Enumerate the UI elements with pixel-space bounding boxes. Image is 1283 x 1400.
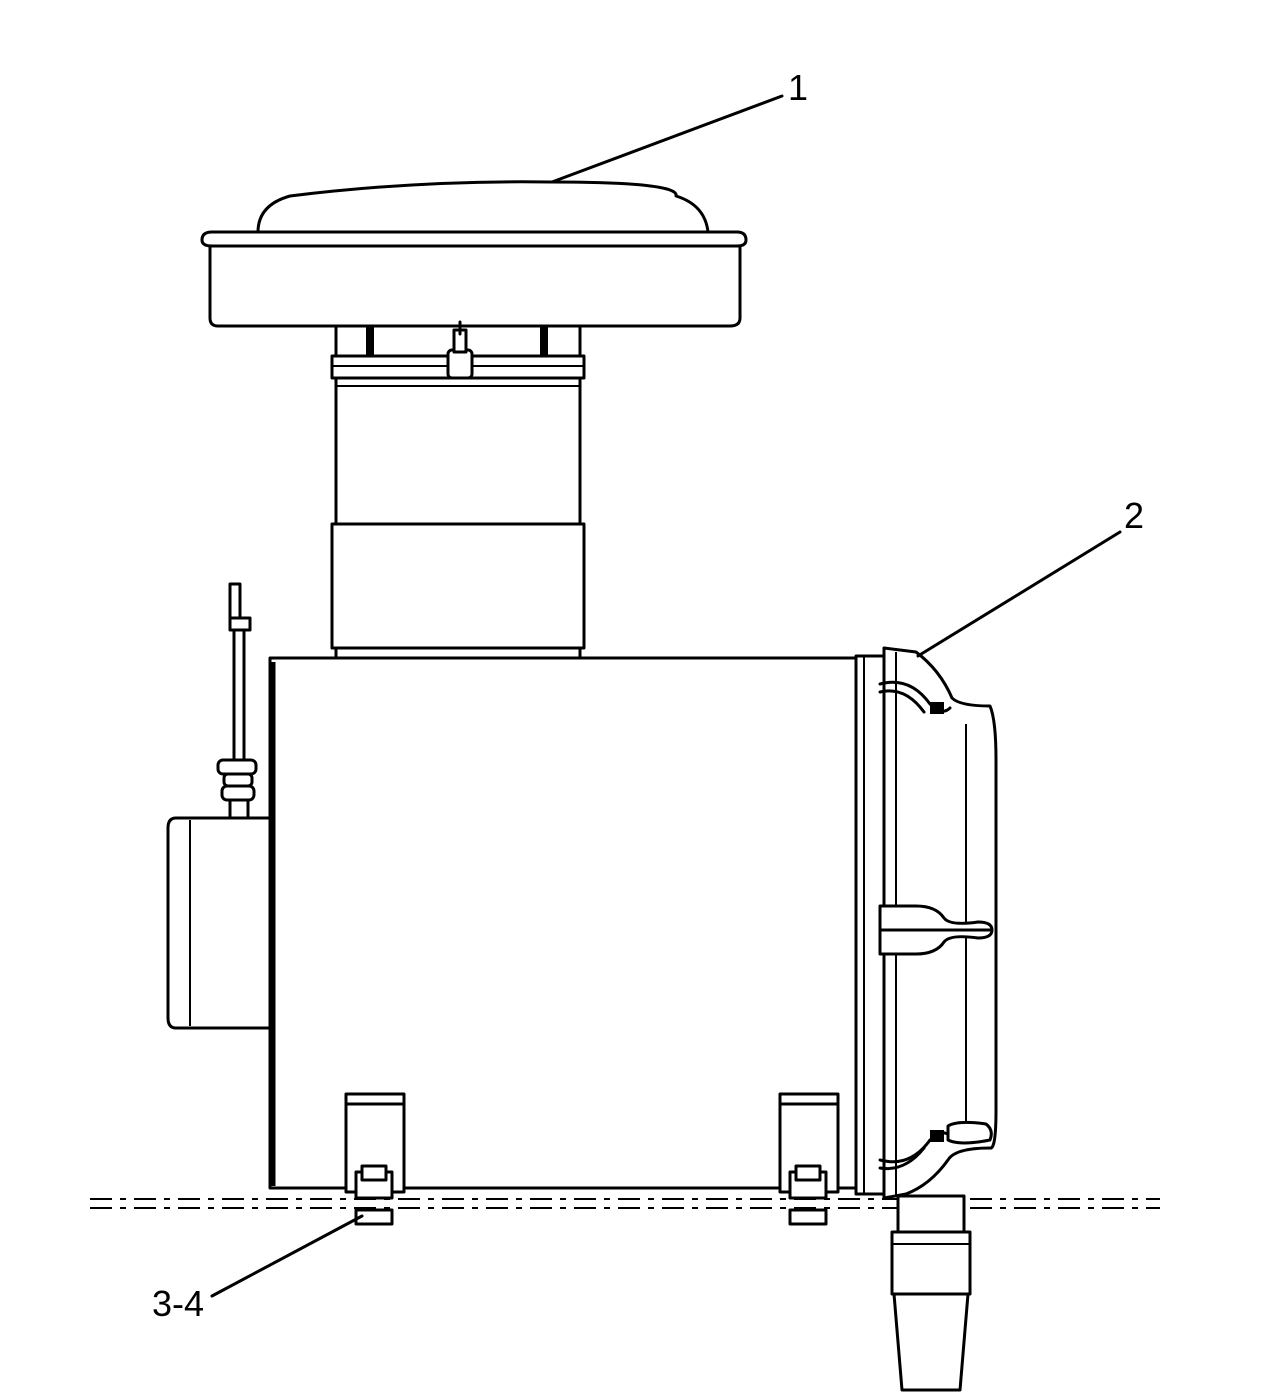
leader-lines: [210, 94, 1122, 1298]
callout-1: 1: [788, 67, 808, 108]
outlet-port: [166, 816, 272, 1030]
mounting-bracket-right: [778, 1092, 840, 1226]
restriction-indicator: [216, 582, 258, 820]
intake-clamp: [330, 320, 586, 380]
end-cover: [878, 646, 998, 1200]
precleaner-cap: [200, 180, 748, 328]
mounting-rail: [90, 1198, 1160, 1209]
mounting-bracket-left: [344, 1092, 406, 1226]
drain-valve: [890, 1194, 972, 1392]
callout-2: 2: [1124, 495, 1144, 536]
intake-tube: [330, 376, 586, 660]
callout-3-4: 3-4: [152, 1283, 204, 1324]
